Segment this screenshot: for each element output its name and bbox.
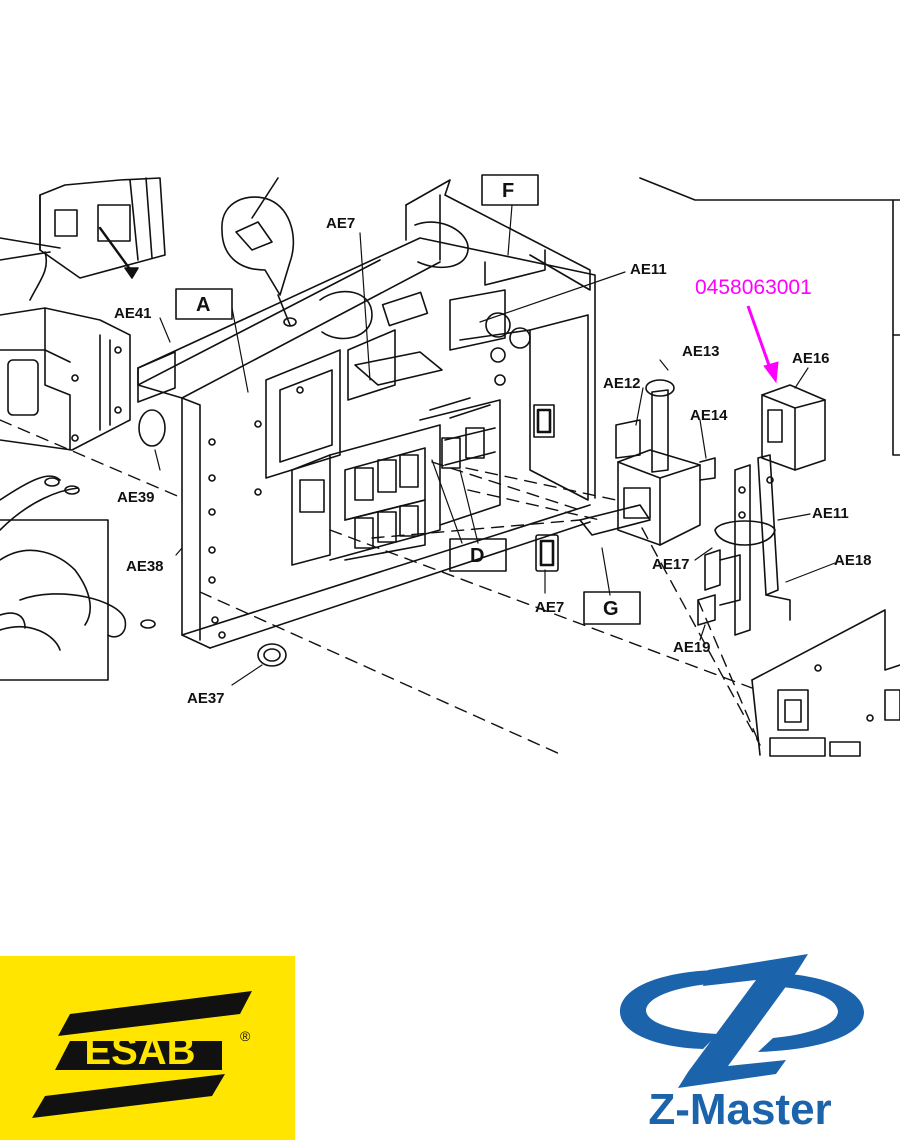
ae37-part-drawing — [257, 643, 287, 667]
pcb-board-drawing — [639, 177, 900, 757]
label-ae14: AE14 — [690, 407, 728, 424]
label-box-d — [449, 538, 507, 572]
zmaster-z-icon — [619, 954, 864, 1088]
ae12-block-drawing — [579, 379, 716, 546]
transformer-drawing — [0, 307, 131, 451]
registered-mark: ® — [240, 1028, 251, 1044]
label-ae11-right: AE11 — [812, 505, 849, 522]
esab-logo: ESAB ® — [0, 956, 295, 1140]
label-ae41: AE41 — [114, 305, 152, 322]
label-ae39: AE39 — [117, 489, 155, 506]
label-ae16: AE16 — [792, 350, 830, 367]
label-ae19: AE19 — [673, 639, 711, 656]
label-box-f — [481, 174, 539, 206]
label-ae37: AE37 — [187, 690, 225, 707]
zmaster-logo: Z-Master — [608, 948, 878, 1140]
main-panel-drawing — [137, 179, 596, 649]
ae18-bar-drawing — [757, 454, 791, 621]
ae7-part-drawing — [535, 534, 559, 572]
label-ae13: AE13 — [682, 343, 720, 360]
label-ae38: AE38 — [126, 558, 164, 575]
label-box-a — [175, 288, 233, 320]
label-ae17: AE17 — [652, 556, 690, 573]
leader-lines — [154, 204, 836, 686]
label-ae7-top: AE7 — [326, 215, 355, 232]
highlight-part-number: 0458063001 — [695, 276, 812, 299]
label-ae18: AE18 — [834, 552, 872, 569]
dashed-assembly-lines — [0, 419, 761, 756]
coil-bracket-drawing — [0, 177, 166, 301]
detail-callout-drawing — [221, 177, 297, 327]
label-ae11-top: AE11 — [630, 261, 667, 278]
ae16-part-drawing — [761, 384, 826, 471]
label-ae12: AE12 — [603, 375, 641, 392]
box-label-g: G — [603, 598, 619, 620]
highlight-arrow-icon — [746, 305, 779, 384]
esab-wordmark: ESAB — [84, 1029, 195, 1073]
ae39-part-drawing — [138, 409, 166, 447]
label-box-g — [583, 591, 641, 625]
zmaster-wordmark: Z-Master — [648, 1085, 831, 1134]
wire-harness-drawing — [0, 475, 156, 681]
box-label-f: F — [502, 180, 514, 202]
box-label-a: A — [196, 294, 210, 316]
box-label-d: D — [470, 545, 484, 567]
label-ae7-bottom: AE7 — [535, 599, 564, 616]
